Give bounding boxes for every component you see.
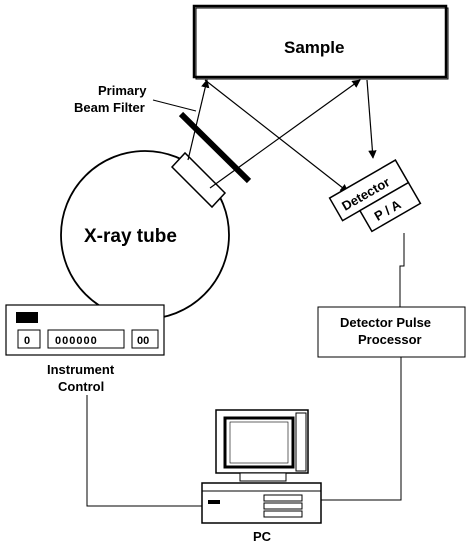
pc-monitor-stand [239, 472, 287, 482]
primary-beam-filter-label-line1: Primary [98, 83, 147, 98]
cable-processor-to-pc [321, 357, 402, 501]
pc-drive-bay-3 [263, 510, 303, 518]
pc-screen-inner [229, 421, 289, 464]
panel-right-buttons: 00 [137, 335, 149, 347]
detector-pulse-processor-label-line2: Processor [358, 332, 422, 347]
primary-beam-right [209, 79, 361, 189]
filter-leader-line [152, 99, 197, 112]
detector-pulse-processor-box [317, 306, 466, 358]
pc-front-slot [208, 500, 220, 504]
instrument-control-panel: 0 000000 00 [5, 304, 165, 356]
pc-label: PC [253, 529, 272, 544]
sample-box [192, 4, 449, 80]
cable-preamp-to-processor [399, 233, 405, 307]
primary-beam-filter-label-line2: Beam Filter [74, 100, 145, 115]
xray-tube-window [170, 151, 227, 209]
preamp-box [358, 181, 422, 233]
cable-control-to-pc [86, 395, 202, 507]
detector-pulse-processor-label-line1: Detector Pulse [340, 315, 431, 330]
instrument-control-label-line2: Control [58, 379, 104, 394]
primary-beam-filter [178, 111, 252, 184]
panel-display [16, 312, 38, 323]
sample-label: Sample [284, 38, 344, 57]
pc-monitor-side [295, 412, 307, 472]
pc-drive-bay-2 [263, 502, 303, 510]
panel-left-button: 0 [24, 335, 30, 347]
instrument-control-label-line1: Instrument [47, 362, 115, 377]
xray-tube-label: X-ray tube [84, 226, 177, 247]
fluorescence-beam-left [204, 79, 349, 193]
primary-beam-left [187, 79, 210, 161]
pc-computer [201, 409, 322, 524]
panel-center-buttons: 000000 [55, 335, 98, 347]
fluorescence-beam-right [366, 79, 377, 159]
detector-assembly: Detector P / A [328, 159, 422, 233]
panel-center-button-frame [47, 329, 125, 349]
pc-drive-bay-1 [263, 494, 303, 502]
panel-right-button-frame [131, 329, 159, 349]
panel-left-button-frame [17, 329, 41, 349]
